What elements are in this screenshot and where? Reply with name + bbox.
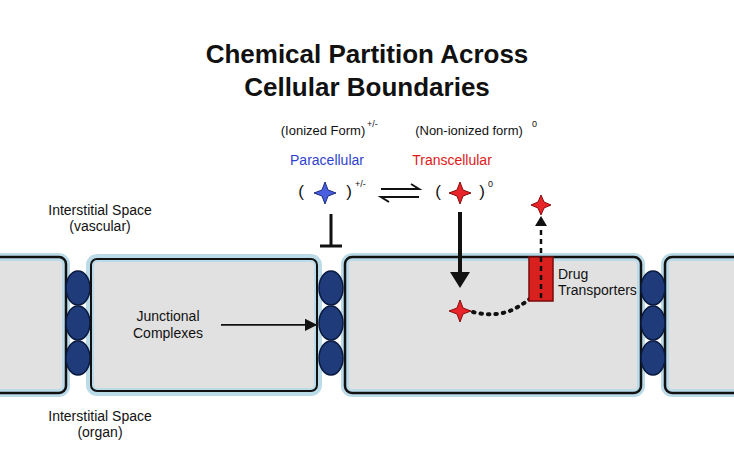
parenthesis: )	[346, 182, 352, 202]
junction	[66, 306, 90, 340]
ionized-drug-star	[314, 182, 336, 204]
title: Chemical Partition Across Cellular Bound…	[194, 38, 541, 104]
junction	[641, 341, 665, 375]
transport-path	[540, 224, 543, 298]
form-label: (Non-ionized form)	[415, 124, 523, 139]
cell-outline	[0, 257, 66, 393]
cell-outline	[665, 257, 734, 393]
junction	[641, 306, 665, 340]
region-label: Interstitial Space (vascular)	[40, 202, 160, 234]
part-label: Drug Transporters	[558, 266, 650, 298]
parenthesis: (	[298, 182, 304, 202]
arrowhead	[535, 216, 547, 226]
cell	[345, 257, 641, 393]
inhibition-bar	[320, 214, 342, 246]
charge-superscript: +/-	[367, 119, 378, 129]
charge-superscript: 0	[488, 179, 493, 189]
structure-label: Junctional Complexes	[120, 308, 216, 342]
junction	[641, 271, 665, 305]
junction	[319, 341, 343, 375]
cell	[90, 258, 318, 392]
route-label: Transcellular	[412, 152, 492, 168]
cell-row	[0, 257, 734, 393]
leader-arrow	[221, 324, 316, 326]
junction	[66, 271, 90, 305]
non-ionized-drug-star	[449, 182, 471, 204]
junction	[319, 306, 343, 340]
junction	[66, 341, 90, 375]
transcellular-arrow	[450, 212, 470, 288]
charge-superscript: 0	[532, 119, 537, 129]
charge-superscript: +/-	[355, 179, 366, 189]
form-label: (Ionized Form)	[281, 124, 366, 139]
parenthesis: )	[479, 182, 485, 202]
cell-box: Junctional Complexes	[90, 258, 318, 392]
cell	[665, 257, 734, 393]
non-ionized-drug-star	[531, 195, 551, 215]
non-ionized-drug-star	[449, 300, 471, 322]
junction	[319, 271, 343, 305]
cell-outline	[345, 257, 641, 393]
route-label: Paracellular	[290, 152, 364, 168]
equilibrium-arrows	[381, 184, 419, 202]
parenthesis: (	[435, 182, 441, 202]
cell	[0, 257, 66, 393]
region-label: Interstitial Space (organ)	[40, 408, 160, 440]
